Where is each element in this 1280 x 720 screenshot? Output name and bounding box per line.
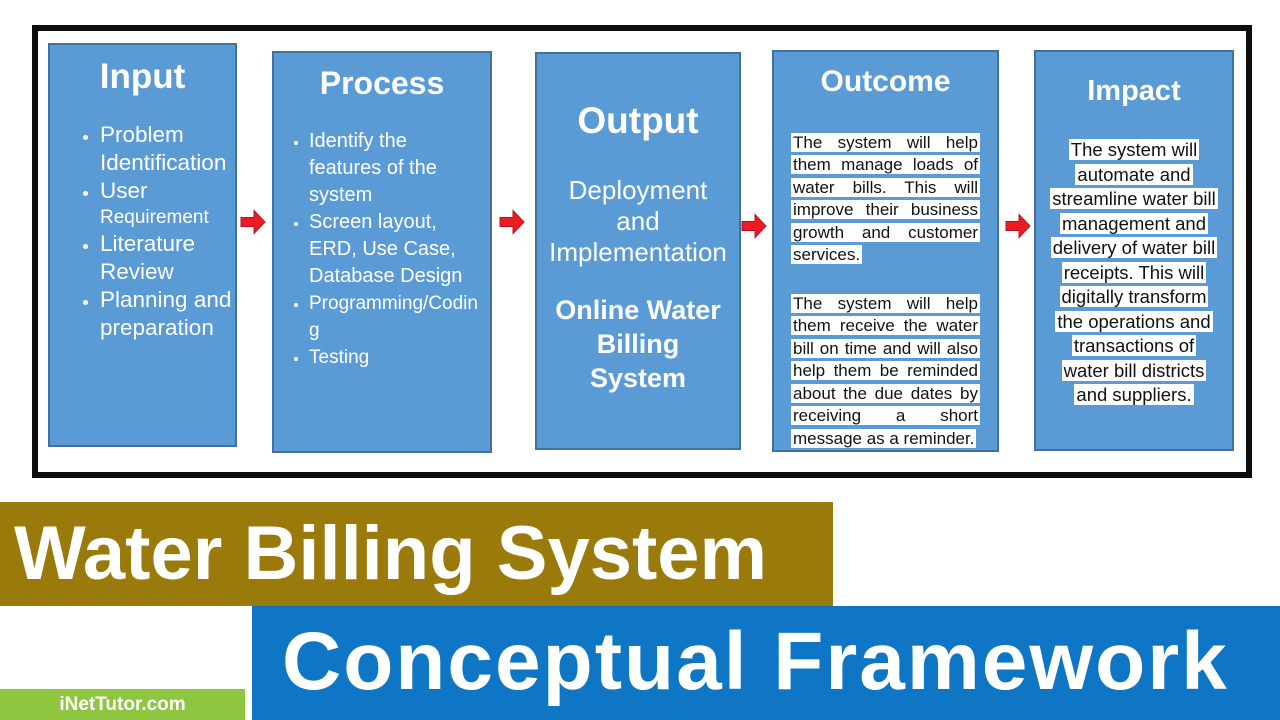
site-watermark: iNetTutor.com [0, 689, 245, 720]
outcome-paragraph: The system will help them receive the wa… [791, 293, 980, 448]
impact-paragraph: The system will automate and streamline … [1050, 139, 1218, 406]
impact-box: Impact The system will automate and stre… [1034, 50, 1234, 451]
flow-arrow-icon [1005, 213, 1031, 239]
output-box: Output Deployment and Implementation Onl… [535, 52, 741, 450]
input-box-title: Input [99, 57, 186, 96]
bullet-item: Problem Identification [100, 121, 235, 177]
bullet-item: Programming/Coding [309, 290, 480, 344]
bullet-item: Screen layout, ERD, Use Case, Database D… [309, 209, 480, 290]
output-deployment-text: Deployment and Implementation [549, 174, 727, 267]
process-bullet-list: Identify the features of the system Scre… [274, 128, 490, 371]
bullet-item: Literature Review [100, 230, 235, 286]
bullet-item: Testing [309, 344, 480, 371]
subtitle-banner: Conceptual Framework [252, 606, 1280, 720]
outcome-box-title: Outcome [820, 65, 951, 98]
outcome-paragraph: The system will help them manage loads o… [791, 132, 980, 264]
bullet-item: Planning and preparation [100, 286, 235, 342]
page-subtitle: Conceptual Framework [282, 616, 1229, 707]
input-box: Input Problem Identification UserRequire… [48, 43, 237, 447]
flow-arrow-icon [741, 213, 767, 239]
output-box-title: Output [577, 100, 699, 141]
process-box-title: Process [319, 65, 445, 101]
outcome-box: Outcome The system will help them manage… [772, 50, 999, 452]
output-system-name: Online Water Billing System [555, 294, 721, 393]
process-box: Process Identify the features of the sys… [272, 51, 492, 453]
flow-arrow-icon [240, 209, 266, 235]
impact-box-title: Impact [1087, 75, 1181, 107]
bullet-item: Identify the features of the system [309, 128, 480, 209]
page-title: Water Billing System [14, 511, 768, 596]
flow-arrow-icon [499, 209, 525, 235]
title-banner: Water Billing System [0, 502, 833, 606]
